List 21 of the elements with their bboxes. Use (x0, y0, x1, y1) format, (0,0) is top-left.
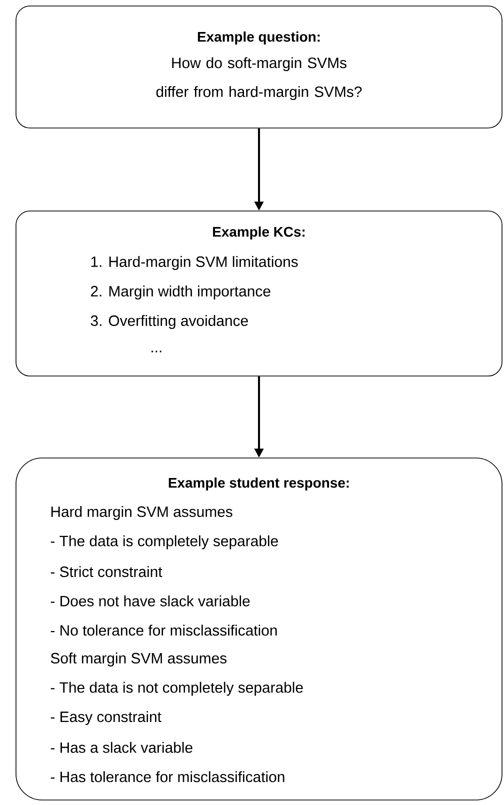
list-item: 3. Overfitting avoidance (90, 315, 248, 329)
list-item: Hard margin SVM assumes (51, 506, 232, 520)
process-box (16, 6, 502, 128)
heading: Example KCs: (213, 226, 305, 240)
list-item: - Easy constraint (50, 711, 162, 726)
list-item: - Has a slack variable (50, 742, 192, 753)
list-item: - No tolerance for misclassification (50, 624, 277, 636)
list-item: - Has tolerance for misclassification (50, 771, 284, 782)
heading: Example question: (198, 32, 320, 44)
process-box (16, 210, 502, 376)
question-text: How do soft-margin SVMs differ from hard-margin SVMs? (156, 57, 362, 100)
list-item: 2. Margin width importance (90, 286, 270, 300)
list-item: - Does not have slack variable (50, 595, 250, 606)
list-item: ... (152, 350, 162, 352)
process-box (16, 458, 502, 800)
list-item: - The data is not completely separable (50, 682, 303, 696)
list-item: - The data is completely separable (50, 535, 278, 550)
heading: Example student response: (168, 478, 349, 490)
list-item: Soft margin SVM assumes (50, 652, 227, 666)
list-item: - Strict constraint (50, 566, 162, 578)
list-item: 1. Hard-margin SVM limitations (91, 256, 298, 270)
